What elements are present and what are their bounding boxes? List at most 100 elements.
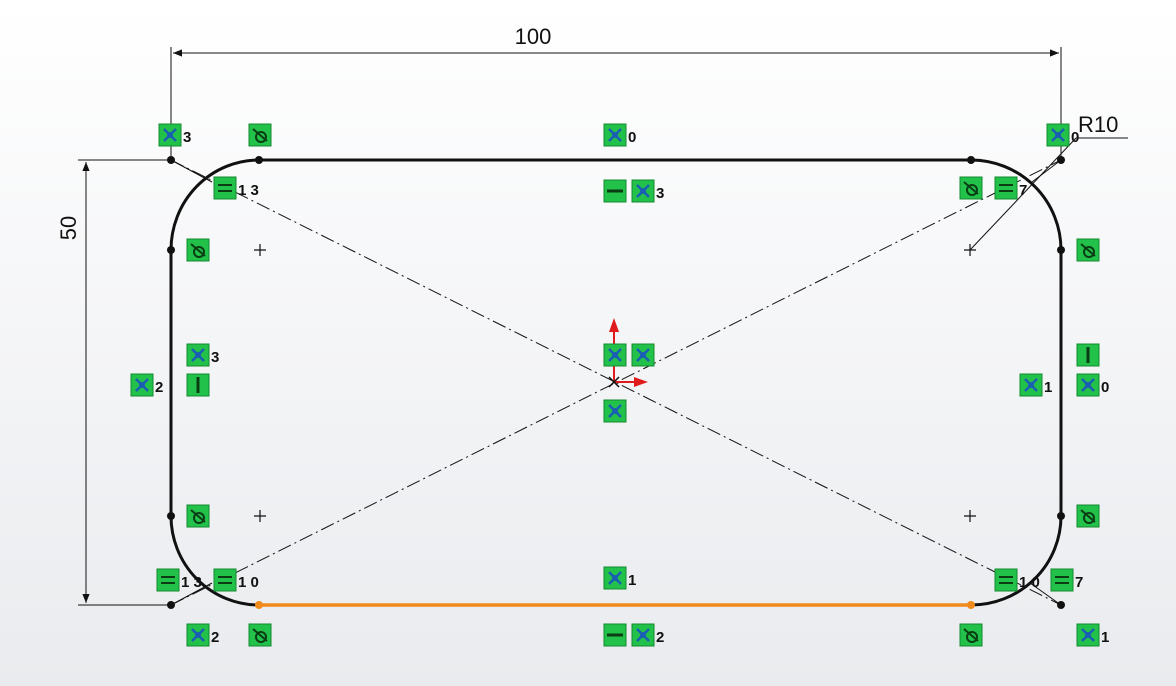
endpoint-left-top[interactable]: [167, 246, 175, 254]
coincident-relation-badge[interactable]: [603, 343, 627, 367]
arc-bottom-left[interactable]: [169, 514, 261, 607]
virtual-sharp-tl[interactable]: [167, 156, 175, 164]
relation-count: 1: [628, 572, 636, 589]
arc-bottom-right[interactable]: [969, 514, 1063, 607]
virtual-sharp-bl[interactable]: [167, 601, 175, 609]
relation-badge-bg: [994, 176, 1018, 200]
tangent-icon: [190, 509, 206, 524]
coincident-relation-badge[interactable]: 0: [1076, 373, 1109, 397]
radius-dimension-value[interactable]: R10: [1078, 112, 1118, 137]
width-dimension-value[interactable]: 100: [515, 24, 552, 49]
equal-relation-badge[interactable]: 1 3: [213, 176, 259, 200]
coincident-relation-badge[interactable]: 0: [1046, 123, 1079, 147]
horizontal-relation-badge[interactable]: [603, 179, 627, 203]
virtual-sharp-tr[interactable]: [1057, 156, 1065, 164]
endpoint-left-bottom[interactable]: [167, 512, 175, 520]
relation-count: 7: [1075, 574, 1083, 591]
endpoint-right-top[interactable]: [1057, 246, 1065, 254]
relation-badge-bg: [213, 568, 237, 592]
tangent-icon: [252, 128, 268, 143]
equal-relation-badge[interactable]: 1 0: [994, 568, 1040, 592]
endpoint-top-right[interactable]: [967, 156, 975, 164]
relation-count: 0: [628, 129, 636, 146]
coincident-icon: [191, 628, 205, 642]
tangent-relation-badge[interactable]: [186, 238, 210, 262]
relation-icons: 3 0 0 1 3 3 7 3 2 1 0 1 3 1 0 1 1 0 7 2 2 1: [130, 123, 1109, 647]
coincident-relation-badge[interactable]: [603, 399, 627, 423]
relation-count: 7: [1019, 182, 1027, 199]
arc-top-left[interactable]: [169, 158, 261, 252]
relation-count: 1: [1044, 379, 1052, 396]
horizontal-relation-badge[interactable]: [603, 623, 627, 647]
relation-count: 3: [183, 129, 191, 146]
coincident-relation-badge[interactable]: 1: [603, 566, 636, 590]
arc-center-tl[interactable]: [254, 244, 266, 256]
relation-count: 1 0: [238, 574, 259, 591]
radius-leader: [969, 137, 1077, 251]
endpoint-top-left[interactable]: [255, 156, 263, 164]
endpoint-bottom-left[interactable]: [255, 601, 263, 609]
equal-relation-badge[interactable]: 1 3: [156, 568, 202, 592]
coincident-relation-badge[interactable]: 3: [186, 343, 219, 367]
virtual-sharp-leader-tr: [1031, 159, 1062, 183]
equal-icon: [999, 184, 1013, 192]
height-dimension-value[interactable]: 50: [56, 216, 81, 240]
coincident-relation-badge[interactable]: 2: [130, 373, 163, 397]
radius-dimension[interactable]: R10: [969, 112, 1128, 251]
coincident-icon: [608, 128, 622, 142]
equal-relation-badge[interactable]: 7: [1050, 568, 1083, 592]
endpoint-bottom-right[interactable]: [967, 601, 975, 609]
relation-badge-bg: [213, 176, 237, 200]
tangent-relation-badge[interactable]: [959, 176, 983, 200]
tangent-icon: [1080, 509, 1096, 524]
tangent-relation-badge[interactable]: [248, 623, 272, 647]
tangent-relation-badge[interactable]: [248, 123, 272, 147]
tangent-relation-badge[interactable]: [959, 623, 983, 647]
tangent-relation-badge[interactable]: [1076, 504, 1100, 528]
relation-count: 2: [211, 629, 219, 646]
vertical-relation-badge[interactable]: [1076, 343, 1100, 367]
arc-center-bl[interactable]: [254, 510, 266, 522]
coincident-icon: [163, 128, 177, 142]
tangent-icon: [190, 243, 206, 258]
coincident-icon: [1051, 128, 1065, 142]
equal-icon: [218, 184, 232, 192]
equal-relation-badge[interactable]: 7: [994, 176, 1027, 200]
equal-relation-badge[interactable]: 1 0: [213, 568, 259, 592]
relation-count: 1 0: [1019, 574, 1040, 591]
relation-count: 3: [656, 185, 664, 202]
relation-count: 0: [1071, 129, 1079, 146]
coincident-icon: [608, 404, 622, 418]
virtual-sharp-br[interactable]: [1057, 601, 1065, 609]
relation-badge-bg: [1050, 568, 1074, 592]
coincident-icon: [636, 628, 650, 642]
equal-icon: [161, 576, 175, 584]
vertical-relation-badge[interactable]: [186, 373, 210, 397]
endpoint-right-bottom[interactable]: [1057, 512, 1065, 520]
arc-top-right[interactable]: [969, 158, 1063, 252]
coincident-icon: [608, 571, 622, 585]
height-dimension[interactable]: 50: [56, 159, 168, 606]
coincident-relation-badge[interactable]: 3: [158, 123, 191, 147]
relation-count: 1 3: [181, 574, 202, 591]
construction-diagonal-2[interactable]: [170, 159, 1062, 606]
tangent-relation-badge[interactable]: [1076, 238, 1100, 262]
coincident-relation-badge[interactable]: [631, 343, 655, 367]
width-dimension[interactable]: 100: [170, 24, 1062, 158]
coincident-icon: [1081, 378, 1095, 392]
coincident-relation-badge[interactable]: 2: [631, 623, 664, 647]
relation-count: 2: [656, 629, 664, 646]
coincident-relation-badge[interactable]: 1: [1019, 373, 1052, 397]
arc-center-br[interactable]: [964, 510, 976, 522]
coincident-relation-badge[interactable]: 3: [631, 179, 664, 203]
tangent-relation-badge[interactable]: [186, 504, 210, 528]
arc-center-tr[interactable]: [964, 244, 976, 256]
coincident-relation-badge[interactable]: 2: [186, 623, 219, 647]
coincident-relation-badge[interactable]: 1: [1076, 623, 1109, 647]
coincident-icon: [191, 348, 205, 362]
relation-count: 3: [211, 349, 219, 366]
coincident-icon: [135, 378, 149, 392]
coincident-relation-badge[interactable]: 0: [603, 123, 636, 147]
construction-diagonal-1[interactable]: [170, 159, 1062, 606]
